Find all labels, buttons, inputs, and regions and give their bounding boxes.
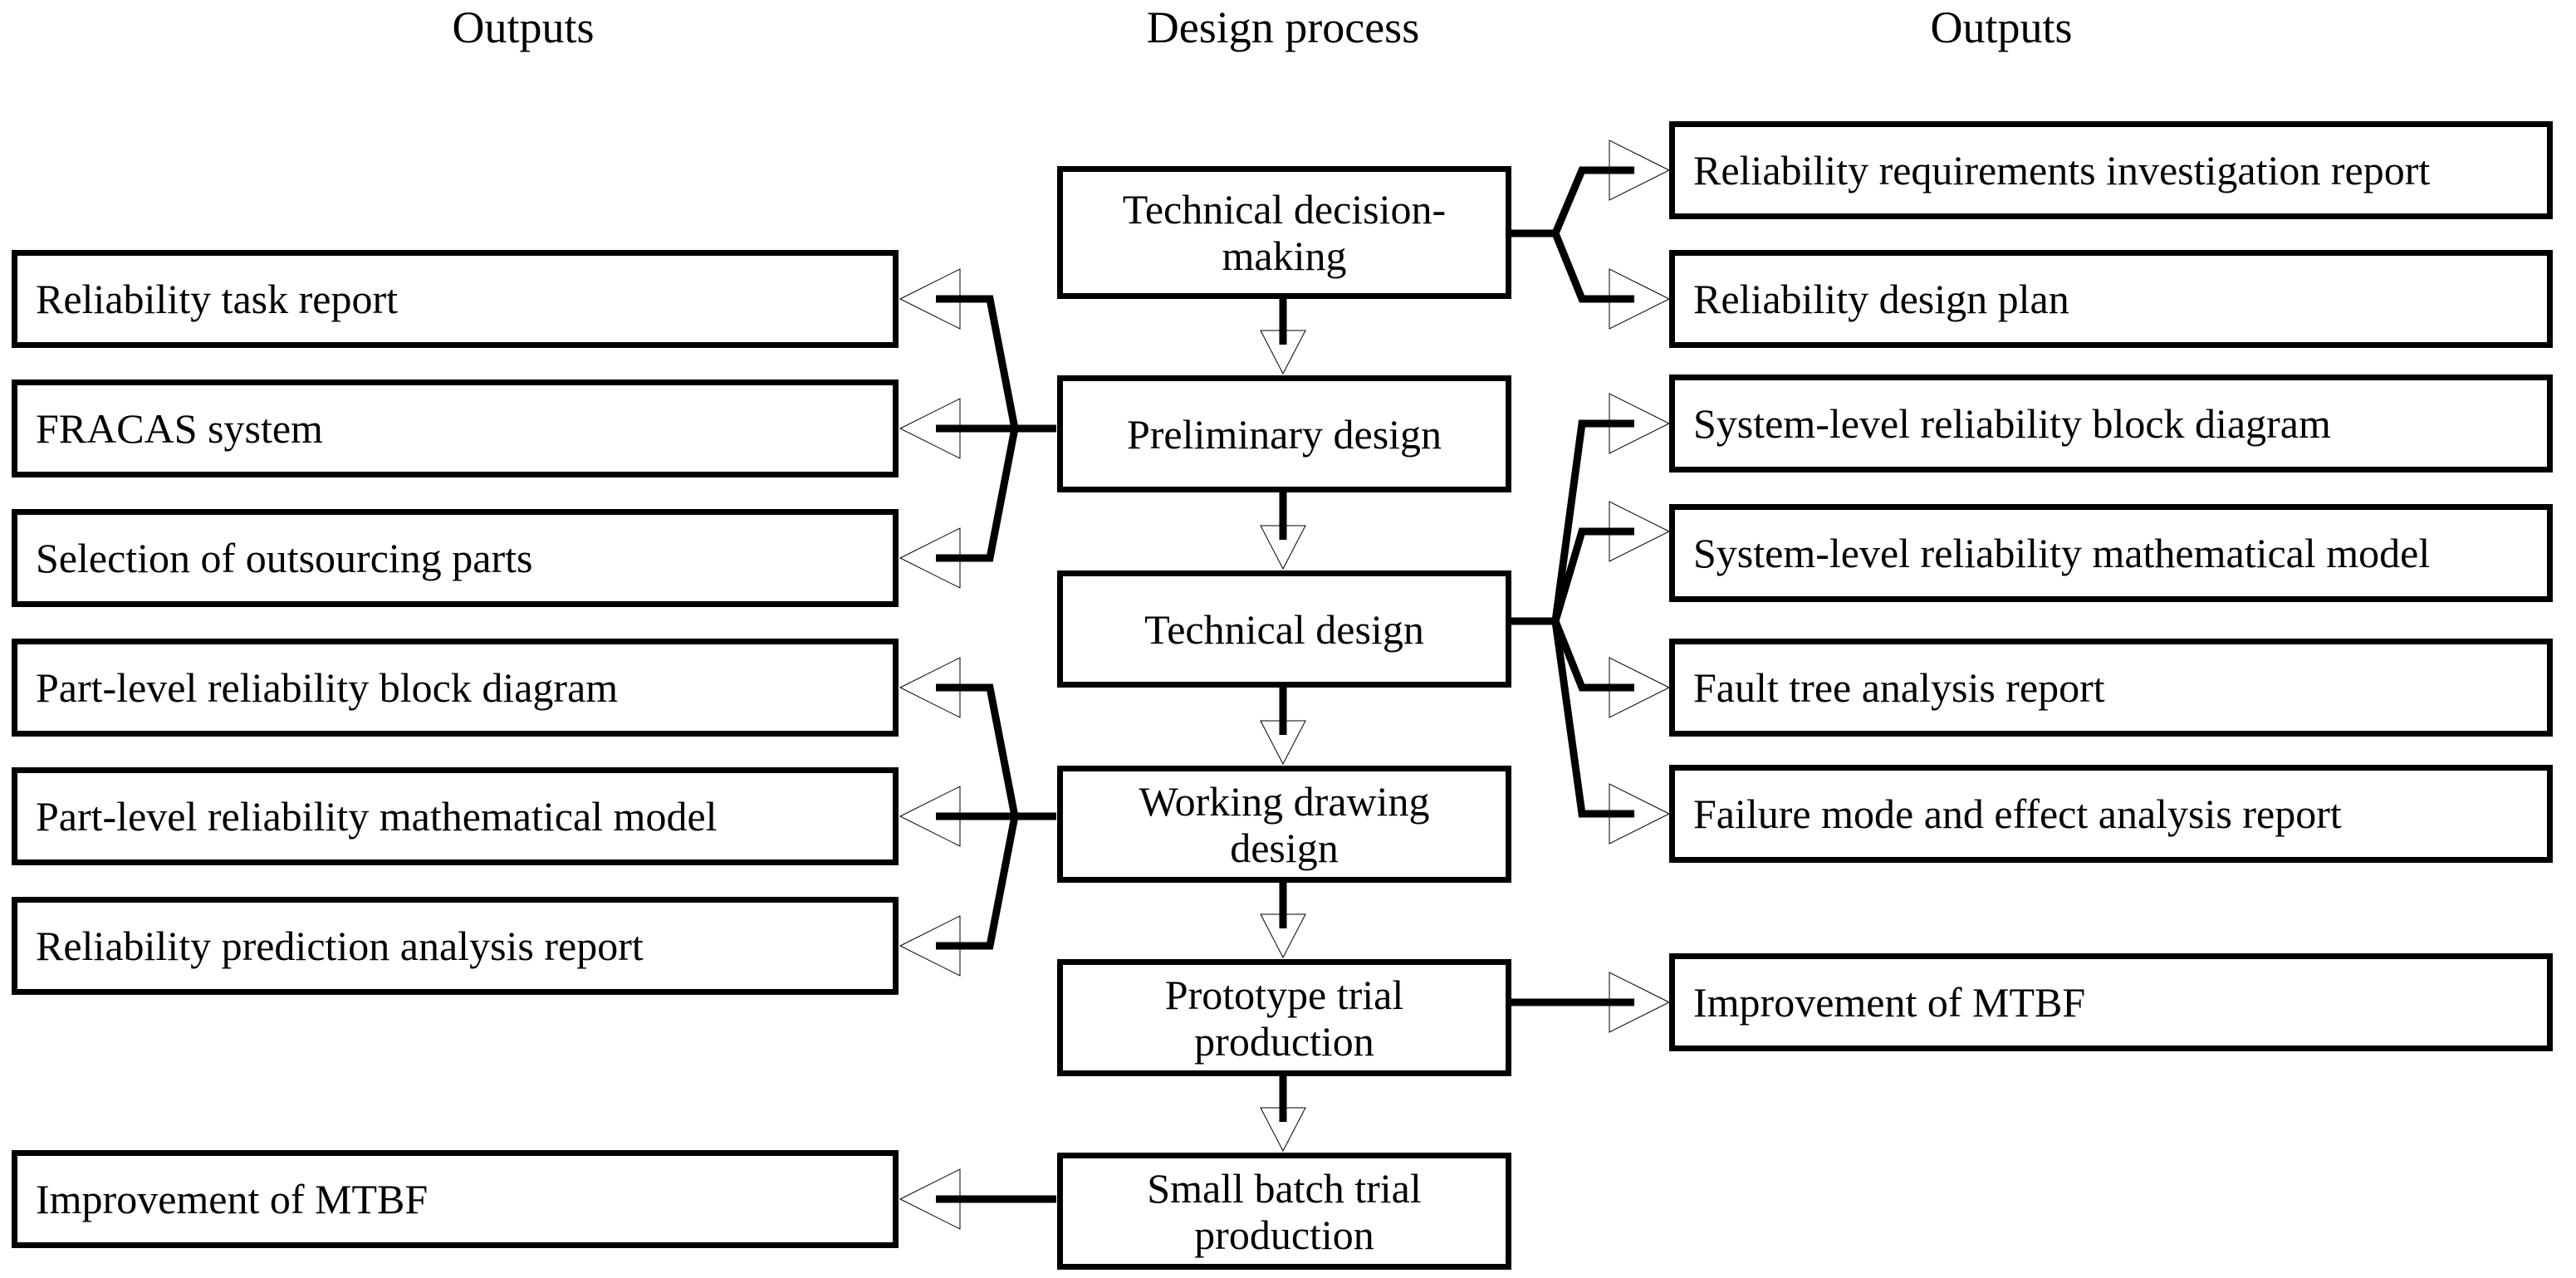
arrow-small-batch-to-improvement-mtbf-left [899, 1168, 1056, 1230]
output-node-system-level-reliability-mathematical-model[interactable]: System-level reliability mathematical mo… [1669, 504, 2553, 602]
output-node-reliability-task-report[interactable]: Reliability task report [12, 250, 899, 348]
output-node-label: Improvement of MTBF [36, 1176, 429, 1222]
output-node-reliability-design-plan[interactable]: Reliability design plan [1669, 250, 2553, 348]
output-node-label: FRACAS system [36, 405, 323, 452]
arrow-preliminary-to-technical [1260, 492, 1306, 570]
arrow-tdm-to-preliminary [1260, 299, 1306, 375]
output-node-label: System-level reliability block diagram [1693, 400, 2331, 447]
heading-outputs-right: Outputs [1930, 2, 2073, 52]
output-node-label: Reliability task report [36, 276, 399, 322]
output-node-part-level-reliability-block-diagram[interactable]: Part-level reliability block diagram [12, 639, 899, 737]
process-node-small-batch-trial-production[interactable]: Small batch trial production [1057, 1153, 1511, 1270]
output-node-reliability-requirements-investigation-report[interactable]: Reliability requirements investigation r… [1669, 121, 2553, 219]
output-node-label: Part-level reliability block diagram [36, 664, 619, 711]
output-node-label: System-level reliability mathematical mo… [1693, 530, 2431, 576]
process-node-technical-design[interactable]: Technical design [1057, 570, 1511, 688]
process-node-label: Technical decision- making [1122, 186, 1447, 279]
output-node-improvement-of-mtbf-right[interactable]: Improvement of MTBF [1669, 953, 2553, 1051]
output-node-label: Reliability requirements investigation r… [1693, 147, 2431, 193]
process-node-label: Prototype trial production [1164, 971, 1404, 1065]
output-node-label: Failure mode and effect analysis report [1693, 791, 2342, 837]
output-node-part-level-reliability-mathematical-model[interactable]: Part-level reliability mathematical mode… [12, 767, 899, 865]
output-node-reliability-prediction-analysis-report[interactable]: Reliability prediction analysis report [12, 897, 899, 995]
output-node-label: Fault tree analysis report [1693, 664, 2105, 711]
arrow-working-drawing-to-prototype [1260, 883, 1306, 959]
output-node-failure-mode-and-effect-analysis-report[interactable]: Failure mode and effect analysis report [1669, 765, 2553, 863]
heading-design-process: Design process [1146, 2, 1420, 52]
output-node-fault-tree-analysis-report[interactable]: Fault tree analysis report [1669, 639, 2553, 737]
output-node-fracas-system[interactable]: FRACAS system [12, 379, 899, 477]
output-node-improvement-of-mtbf-left[interactable]: Improvement of MTBF [12, 1150, 899, 1248]
output-node-selection-of-outsourcing-parts[interactable]: Selection of outsourcing parts [12, 509, 899, 607]
fan-working-drawing-to-left-outputs [899, 657, 1056, 977]
fan-tdm-to-right-outputs [1511, 140, 1671, 330]
process-node-working-drawing-design[interactable]: Working drawing design [1057, 766, 1511, 883]
process-node-label: Working drawing design [1139, 777, 1430, 871]
process-node-label: Technical design [1144, 605, 1424, 653]
process-node-prototype-trial-production[interactable]: Prototype trial production [1057, 959, 1511, 1076]
fan-technical-design-to-right-outputs [1511, 393, 1671, 845]
output-node-label: Reliability design plan [1693, 276, 2069, 322]
process-node-label: Preliminary design [1126, 410, 1442, 458]
output-node-label: Part-level reliability mathematical mode… [36, 793, 717, 840]
output-node-label: Reliability prediction analysis report [36, 923, 644, 969]
heading-outputs-left: Outputs [452, 2, 595, 52]
output-node-label: Improvement of MTBF [1693, 979, 2086, 1026]
process-node-label: Small batch trial production [1147, 1164, 1422, 1258]
arrow-prototype-to-improvement-mtbf-right [1511, 972, 1671, 1033]
output-node-system-level-reliability-block-diagram[interactable]: System-level reliability block diagram [1669, 375, 2553, 473]
process-node-technical-decision-making[interactable]: Technical decision- making [1057, 166, 1511, 299]
output-node-label: Selection of outsourcing parts [36, 535, 533, 581]
arrow-technical-to-working-drawing [1260, 688, 1306, 766]
arrow-prototype-to-small-batch [1260, 1076, 1306, 1153]
process-node-preliminary-design[interactable]: Preliminary design [1057, 375, 1511, 492]
fan-preliminary-design-to-left-outputs [899, 268, 1056, 589]
